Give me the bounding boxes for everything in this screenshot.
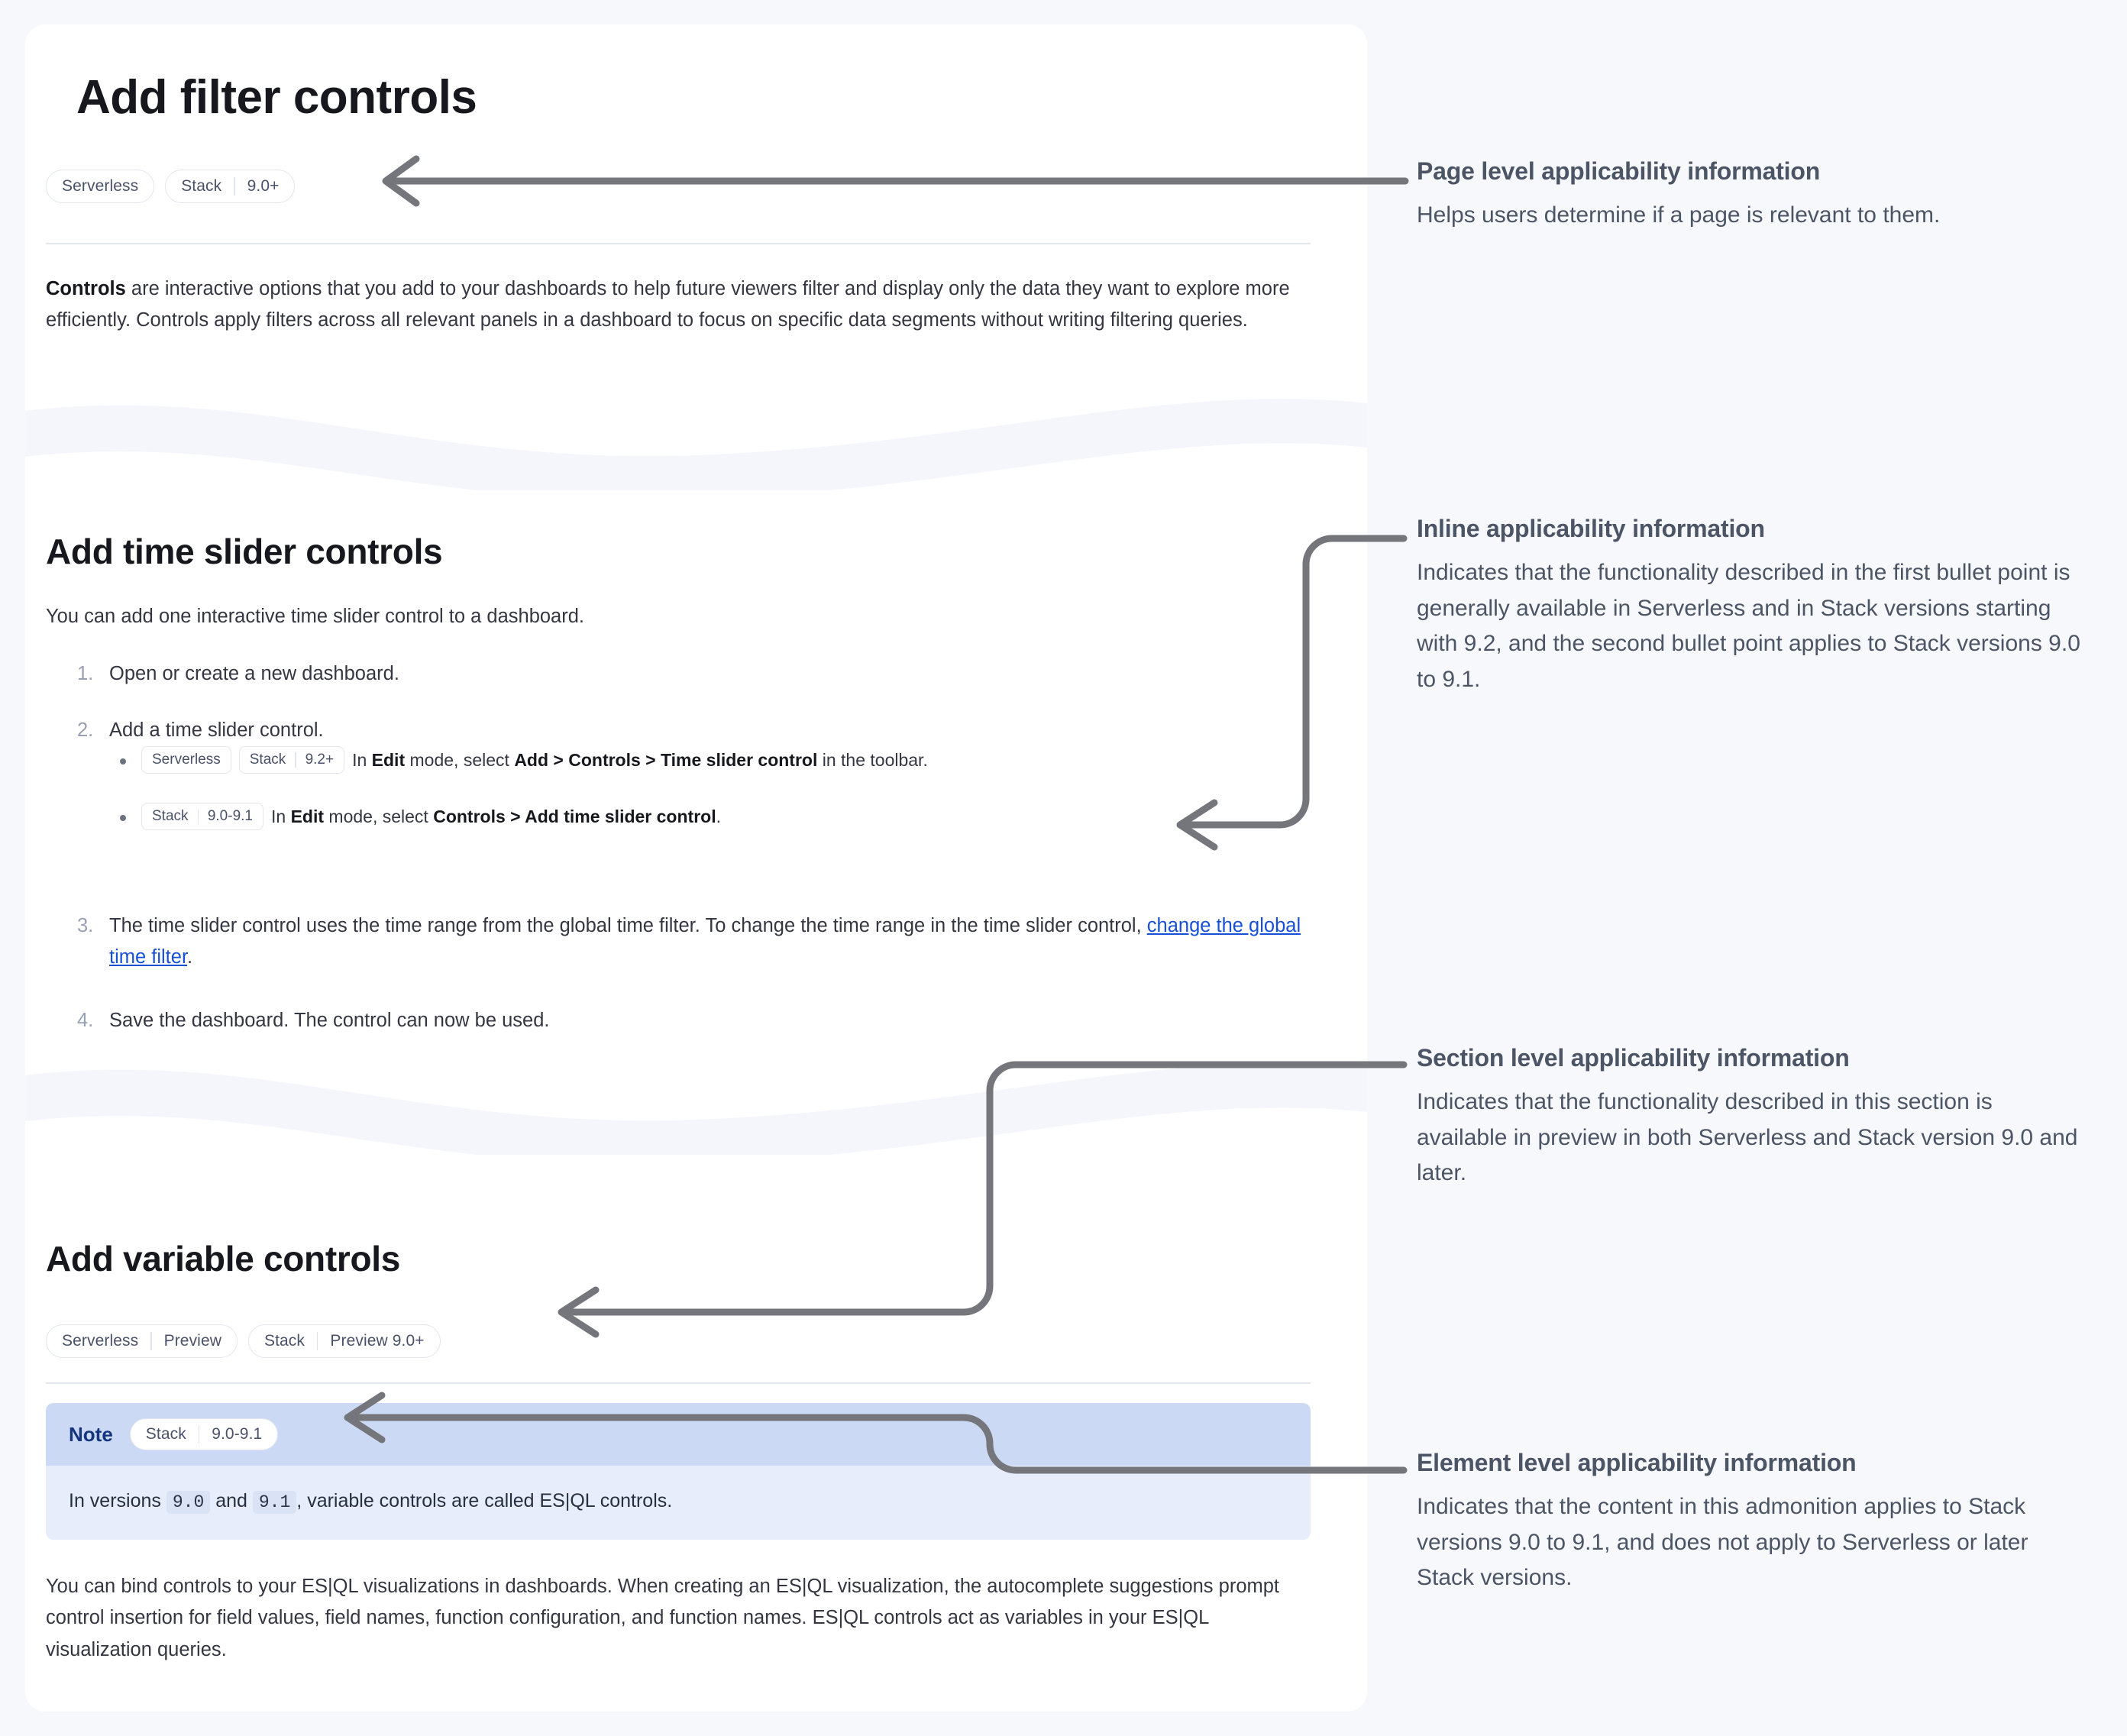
- step-text: Open or create a new dashboard.: [109, 663, 399, 684]
- badge-segment-label: Stack: [249, 751, 286, 768]
- note-text-c: , variable controls are called ES|QL con…: [296, 1490, 673, 1511]
- section-intro-time-slider: You can add one interactive time slider …: [46, 606, 584, 627]
- bullet-text-0: In: [352, 750, 372, 770]
- bullet-text-2: mode, select: [324, 807, 434, 826]
- annotation-page-level: Page level applicability information Hel…: [1417, 157, 2089, 234]
- badge-segment-label: Serverless: [152, 751, 221, 768]
- badge-serverless-preview[interactable]: Serverless Preview: [46, 1324, 238, 1358]
- global-time-filter-link[interactable]: change the global time filter: [109, 915, 1301, 968]
- badge-segment-label: Stack: [145, 1425, 186, 1443]
- annotation-body: Indicates that the functionality describ…: [1417, 560, 2080, 692]
- section-divider-rule: [46, 1382, 1311, 1384]
- badge-divider: [150, 1332, 152, 1350]
- annotation-inline-level: Inline applicability information Indicat…: [1417, 514, 2089, 697]
- bullet-dot-icon: [120, 758, 126, 765]
- step-4: 4. Save the dashboard. The control can n…: [71, 1005, 1331, 1036]
- step-number: 4.: [77, 1010, 94, 1031]
- badge-segment-label: Stack: [152, 807, 189, 824]
- note-admonition: Note Stack 9.0-9.1 In versions 9.0 and 9…: [46, 1403, 1311, 1540]
- wave-divider-2: [25, 1040, 1367, 1155]
- step-text-a: The time slider control uses the time ra…: [109, 915, 1147, 936]
- badge-segment-label: Serverless: [62, 177, 139, 195]
- badge-segment-version: 9.0-9.1: [207, 807, 253, 824]
- inline-badge-serverless[interactable]: Serverless: [141, 745, 231, 774]
- bullet-text-1: Edit: [371, 750, 406, 770]
- badge-segment-version: 9.0+: [247, 177, 280, 195]
- section-applicability-badges: Serverless Preview Stack Preview 9.0+: [46, 1324, 441, 1358]
- badge-divider: [295, 752, 296, 768]
- bullet-item: Serverless Stack 9.2+ In Edit mode, sele…: [109, 745, 1317, 775]
- step-3: 3. The time slider control uses the time…: [71, 910, 1331, 974]
- badge-segment-label: Serverless: [62, 1332, 139, 1350]
- annotation-title: Inline applicability information: [1417, 515, 1765, 542]
- note-header: Note Stack 9.0-9.1: [46, 1403, 1311, 1466]
- section-heading-variable-controls: Add variable controls: [46, 1239, 401, 1279]
- annotation-element-level: Element level applicability information …: [1417, 1448, 2089, 1596]
- note-text: In versions 9.0 and 9.1, variable contro…: [69, 1485, 1288, 1517]
- badge-stack-version[interactable]: Stack 9.0+: [165, 170, 296, 203]
- bullet-text-1: Edit: [290, 807, 325, 826]
- annotation-title: Element level applicability information: [1417, 1449, 1857, 1476]
- step-text: Save the dashboard. The control can now …: [109, 1010, 550, 1031]
- badge-divider: [197, 808, 199, 824]
- bullet-text-0: In: [270, 807, 291, 826]
- inline-badge-stack-version[interactable]: Stack 9.0-9.1: [141, 802, 263, 830]
- section-heading-time-slider: Add time slider controls: [46, 532, 443, 571]
- bullet-text-3: Controls > Add time slider control: [433, 807, 716, 826]
- bullet-text-4: in the toolbar.: [817, 750, 928, 770]
- note-text-a: In versions: [69, 1490, 166, 1511]
- annotation-title: Section level applicability information: [1417, 1044, 1850, 1072]
- documentation-card: Add filter controls Serverless Stack 9.0…: [25, 24, 1367, 1712]
- bullet-dot-icon: [120, 815, 126, 821]
- badge-segment-version: 9.0-9.1: [212, 1425, 263, 1443]
- step-2: 2. Add a time slider control.: [71, 715, 1331, 746]
- annotation-body: Helps users determine if a page is relev…: [1417, 202, 1941, 228]
- note-badge-stack-version[interactable]: Stack 9.0-9.1: [129, 1418, 279, 1450]
- step-number: 3.: [77, 915, 94, 936]
- step-number: 2.: [77, 719, 94, 741]
- bullet-text-4: .: [716, 807, 721, 826]
- intro-paragraph: Controls are interactive options that yo…: [46, 273, 1298, 337]
- note-label: Note: [69, 1422, 113, 1446]
- variable-controls-paragraph: You can bind controls to your ES|QL visu…: [46, 1576, 1280, 1660]
- page-title: Add filter controls: [76, 71, 477, 124]
- step-number: 1.: [77, 663, 94, 684]
- bullet-item: Stack 9.0-9.1 In Edit mode, select Contr…: [109, 802, 1317, 832]
- note-body: In versions 9.0 and 9.1, variable contro…: [46, 1466, 1311, 1540]
- badge-segment-label: Stack: [263, 1332, 305, 1350]
- code-version-91: 9.1: [252, 1491, 297, 1514]
- step-1: 1. Open or create a new dashboard.: [71, 658, 1331, 690]
- page-applicability-badges: Serverless Stack 9.0+: [46, 170, 296, 203]
- badge-segment-lifecycle-version: Preview 9.0+: [330, 1332, 425, 1350]
- step-text-b: .: [187, 946, 193, 968]
- bullet-text-2: mode, select: [405, 750, 515, 770]
- badge-segment-label: Stack: [181, 177, 222, 195]
- annotation-section-level: Section level applicability information …: [1417, 1043, 2089, 1191]
- badge-serverless[interactable]: Serverless: [46, 170, 155, 203]
- note-text-b: and: [210, 1490, 253, 1511]
- inline-badge-stack-version[interactable]: Stack 9.2+: [238, 745, 345, 774]
- annotation-title: Page level applicability information: [1417, 157, 1821, 185]
- badge-segment-version: 9.2+: [305, 751, 335, 768]
- intro-rest: are interactive options that you add to …: [46, 278, 1290, 331]
- badge-stack-preview-version[interactable]: Stack Preview 9.0+: [247, 1324, 441, 1358]
- bullet-text-3: Add > Controls > Time slider control: [514, 750, 818, 770]
- wave-divider-1: [25, 376, 1367, 490]
- code-version-90: 9.0: [166, 1491, 211, 1514]
- annotation-body: Indicates that the content in this admon…: [1417, 1494, 2028, 1591]
- header-divider-rule: [46, 243, 1311, 244]
- annotation-body: Indicates that the functionality describ…: [1417, 1089, 2078, 1186]
- badge-segment-lifecycle: Preview: [163, 1332, 221, 1350]
- badge-divider: [317, 1332, 318, 1350]
- intro-lead: Controls: [46, 278, 126, 299]
- step-text: Add a time slider control.: [109, 719, 324, 741]
